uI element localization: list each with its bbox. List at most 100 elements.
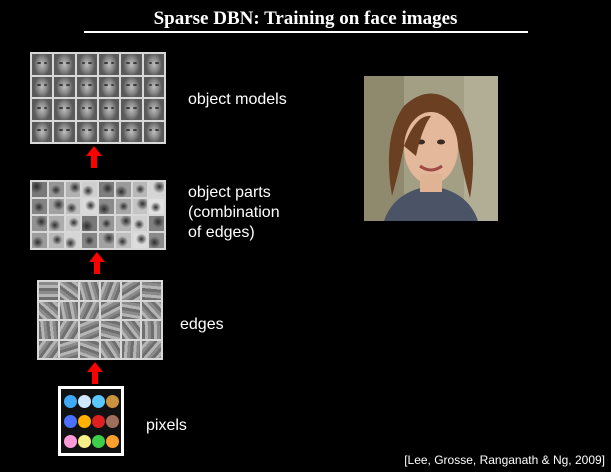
face-feature-cell bbox=[32, 76, 53, 97]
part-feature-cell bbox=[132, 182, 148, 197]
edge-feature-cell bbox=[80, 301, 99, 319]
face-feature-cell bbox=[121, 99, 142, 120]
edge-feature-cell bbox=[39, 321, 58, 339]
edge-feature-cell bbox=[80, 282, 99, 300]
face-feature-cell bbox=[54, 76, 75, 97]
part-feature-cell bbox=[99, 199, 114, 214]
pixel-dot bbox=[77, 414, 91, 428]
face-feature-cell bbox=[54, 54, 75, 75]
part-feature-cell bbox=[82, 233, 97, 248]
object-models-label: object models bbox=[188, 91, 287, 108]
pixel-dot bbox=[91, 434, 105, 448]
edge-feature-cell bbox=[121, 301, 141, 319]
part-feature-cell bbox=[32, 199, 47, 214]
face-feature-cell bbox=[54, 99, 75, 120]
pixels-label: pixels bbox=[146, 417, 187, 434]
part-feature-cell bbox=[99, 233, 114, 248]
citation: [Lee, Grosse, Ranganath & Ng, 2009] bbox=[404, 453, 605, 467]
face-photo bbox=[364, 76, 498, 221]
object-parts-line-1: object parts bbox=[188, 184, 271, 201]
object-parts-line-2: (combination bbox=[188, 204, 280, 221]
face-feature-cell bbox=[76, 99, 97, 120]
part-feature-cell bbox=[48, 216, 64, 231]
edge-feature-cell bbox=[142, 321, 161, 339]
edge-feature-cell bbox=[59, 282, 79, 300]
pixels-image bbox=[58, 386, 124, 456]
edge-feature-cell bbox=[142, 301, 161, 319]
pixel-dot bbox=[91, 414, 105, 428]
face-feature-cell bbox=[99, 54, 120, 75]
part-feature-cell bbox=[32, 182, 47, 197]
object-parts-line-3: of edges) bbox=[188, 224, 255, 241]
slide-title: Sparse DBN: Training on face images bbox=[153, 8, 458, 29]
edge-feature-cell bbox=[80, 321, 99, 339]
object-models-grid bbox=[30, 52, 166, 144]
pixel-dot bbox=[105, 414, 119, 428]
object-parts-label: object parts (combination of edges) bbox=[188, 183, 280, 243]
face-feature-cell bbox=[32, 121, 53, 142]
face-feature-cell bbox=[143, 76, 164, 97]
face-feature-cell bbox=[76, 76, 97, 97]
part-feature-cell bbox=[65, 182, 81, 197]
pixel-dot bbox=[63, 434, 77, 448]
edge-feature-cell bbox=[59, 301, 79, 319]
edge-feature-cell bbox=[100, 301, 120, 319]
face-feature-cell bbox=[99, 121, 120, 142]
title-underline bbox=[84, 31, 528, 33]
part-feature-cell bbox=[99, 216, 114, 231]
edge-feature-cell bbox=[121, 340, 141, 358]
pixel-dot bbox=[105, 394, 119, 408]
part-feature-cell bbox=[149, 182, 164, 197]
face-photo-illustration bbox=[364, 76, 498, 221]
arrow-icon bbox=[89, 252, 105, 274]
face-feature-cell bbox=[99, 76, 120, 97]
pixel-dot-grid bbox=[61, 389, 121, 453]
pixel-dot bbox=[77, 394, 91, 408]
edge-feature-cell bbox=[59, 321, 79, 339]
edge-feature-cell bbox=[39, 301, 58, 319]
part-feature-cell bbox=[82, 216, 97, 231]
face-feature-cell bbox=[143, 54, 164, 75]
part-feature-cell bbox=[115, 199, 131, 214]
edge-feature-cell bbox=[100, 321, 120, 339]
part-feature-cell bbox=[115, 216, 131, 231]
edges-label: edges bbox=[180, 316, 224, 333]
arrow-icon bbox=[86, 146, 102, 168]
part-feature-cell bbox=[48, 182, 64, 197]
face-feature-cell bbox=[143, 121, 164, 142]
face-feature-cell bbox=[76, 54, 97, 75]
part-feature-cell bbox=[132, 233, 148, 248]
edge-feature-cell bbox=[80, 340, 99, 358]
face-feature-cell bbox=[99, 99, 120, 120]
part-feature-cell bbox=[32, 233, 47, 248]
edges-grid bbox=[37, 280, 163, 360]
part-feature-cell bbox=[115, 182, 131, 197]
part-feature-cell bbox=[48, 199, 64, 214]
face-feature-cell bbox=[76, 121, 97, 142]
face-feature-cell bbox=[32, 99, 53, 120]
part-feature-cell bbox=[132, 216, 148, 231]
pixel-dot bbox=[63, 414, 77, 428]
object-parts-grid bbox=[30, 180, 166, 250]
part-feature-cell bbox=[65, 216, 81, 231]
edge-feature-cell bbox=[142, 340, 161, 358]
part-feature-cell bbox=[132, 199, 148, 214]
part-feature-cell bbox=[82, 199, 97, 214]
part-feature-cell bbox=[65, 199, 81, 214]
edge-feature-cell bbox=[121, 321, 141, 339]
part-feature-cell bbox=[149, 216, 164, 231]
edge-feature-cell bbox=[39, 282, 58, 300]
pixel-dot bbox=[105, 434, 119, 448]
part-feature-cell bbox=[99, 182, 114, 197]
face-feature-cell bbox=[54, 121, 75, 142]
part-feature-cell bbox=[48, 233, 64, 248]
pixel-dot bbox=[77, 434, 91, 448]
part-feature-cell bbox=[82, 182, 97, 197]
edge-feature-cell bbox=[121, 282, 141, 300]
edge-feature-cell bbox=[100, 340, 120, 358]
arrow-icon bbox=[87, 362, 103, 384]
part-feature-cell bbox=[149, 233, 164, 248]
part-feature-cell bbox=[149, 199, 164, 214]
face-feature-cell bbox=[143, 99, 164, 120]
pixel-dot bbox=[63, 394, 77, 408]
